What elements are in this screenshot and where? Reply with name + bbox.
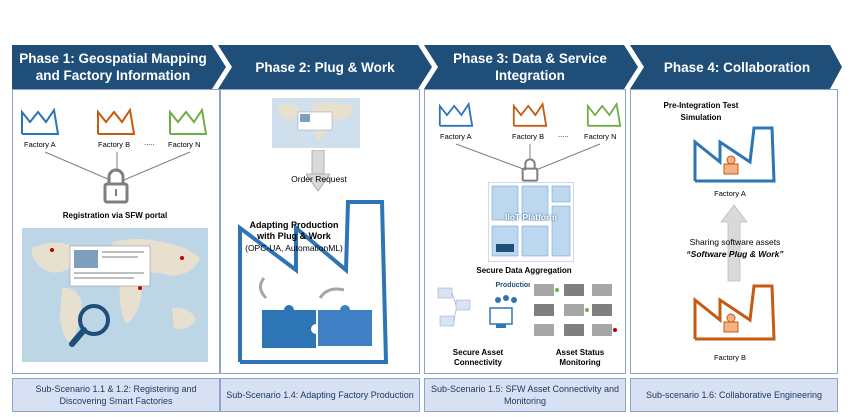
adapting-line-3: (OPC-UA, AutomationML) [245, 243, 343, 253]
p4-factory-b-label: Factory B [713, 353, 747, 362]
p3-factory-a-label: Factory A [440, 132, 472, 141]
factory-n-icon [169, 108, 208, 135]
phase-3-title: Phase 3: Data & Service Integration [453, 51, 607, 83]
pre-integration-label: Pre-Integration Test Simulation [663, 101, 739, 122]
p3-factory-ellipsis: ..... [558, 130, 569, 139]
p3-connection-lines [455, 143, 601, 171]
secure-data-label: Secure Data Aggregation [476, 266, 572, 275]
p3-factory-a-icon [438, 102, 474, 127]
footer-phase-4: Sub-scenario 1.6: Collaborative Engineer… [630, 378, 838, 412]
asset-status-label: Asset Status Monitoring [555, 348, 605, 367]
factory-b-large-icon [693, 284, 776, 341]
p3-factory-n-icon [586, 102, 622, 127]
phase-2-arrow [218, 45, 432, 89]
factory-a-label: Factory A [24, 140, 56, 149]
adapting-line-2: with Plug & Work [257, 231, 331, 241]
iiot-platform-label: IIoT Platform [505, 212, 557, 222]
phase-4-arrow [630, 45, 842, 89]
p3-lock-icon [521, 158, 539, 182]
sharing-arrow-icon [720, 204, 748, 282]
phase-4-title: Phase 4: Collaboration [663, 59, 811, 75]
factory-n-label: Factory N [168, 140, 201, 149]
iiot-platform-diagram [488, 182, 574, 262]
factory-a-large-icon [693, 126, 776, 183]
phase-1-title: Phase 1: Geospatial Mapping and Factory … [19, 51, 207, 83]
p3-factory-b-icon [512, 102, 548, 127]
plug-work-label: “Software Plug & Work” [686, 249, 784, 259]
footer-phase-3: Sub-Scenario 1.5: SFW Asset Connectivity… [424, 378, 626, 412]
factory-ellipsis: ..... [144, 138, 155, 147]
secure-asset-label: Secure Asset Connectivity [452, 348, 504, 367]
footer-phase-2: Sub-Scenario 1.4: Adapting Factory Produ… [220, 378, 420, 412]
asset-connectivity-image [432, 280, 528, 344]
factory-b-icon [97, 108, 136, 135]
p3-factory-n-label: Factory N [584, 132, 617, 141]
registration-label: Registration via SFW portal [62, 211, 168, 220]
factory-outline-icon [238, 200, 389, 364]
factory-a-icon [21, 108, 60, 135]
asset-status-image [530, 280, 618, 342]
phase-3-arrow [424, 45, 638, 89]
factory-b-label: Factory B [98, 140, 131, 149]
order-arrow-icon [306, 150, 330, 192]
map-thumbnail-image [272, 98, 360, 148]
world-map-image [22, 228, 208, 362]
p3-factory-b-label: Factory B [512, 132, 545, 141]
footer-phase-1: Sub-Scenario 1.1 & 1.2: Registering and … [12, 378, 220, 412]
adapting-line-1: Adapting Production [249, 220, 339, 230]
p4-factory-a-label: Factory A [714, 189, 746, 198]
lock-icon [103, 168, 129, 204]
sharing-label: Sharing software assets [689, 237, 781, 247]
production-label: Production [495, 282, 533, 289]
phase-1-arrow [12, 45, 226, 89]
order-request-label: Order Request [291, 174, 347, 184]
phase-2-title: Phase 2: Plug & Work [255, 59, 395, 75]
